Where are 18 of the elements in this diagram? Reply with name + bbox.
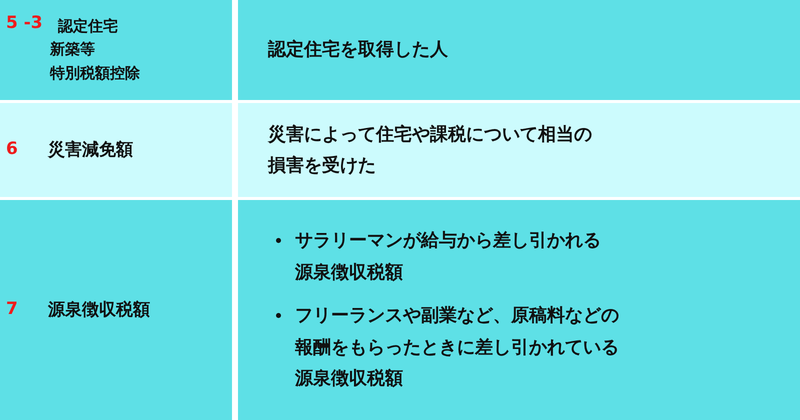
table-cell bbox=[0, 103, 232, 197]
table-cell bbox=[238, 200, 800, 420]
item-name: 認定住宅 bbox=[58, 16, 119, 38]
table-cell bbox=[0, 200, 232, 420]
item-name: 源泉徴収税額 bbox=[48, 298, 151, 322]
item-name: 新築等 bbox=[50, 39, 96, 60]
description-text: 認定住宅を取得した人 bbox=[268, 38, 449, 62]
description-text: フリーランスや副業など、原稿料などの報酬をもらったときに差し引かれている源泉徴収税額 bbox=[295, 304, 619, 392]
description-text: 災害によって住宅や課税について相当の損害を受けた bbox=[268, 122, 592, 178]
item-number: 7 bbox=[6, 299, 18, 319]
item-number: 6 bbox=[6, 139, 18, 159]
table-cell bbox=[238, 0, 800, 100]
item-name: 特別税額控除 bbox=[50, 62, 141, 84]
table-cell bbox=[0, 0, 232, 100]
description-text: サラリーマンが給与から差し引かれる源泉徴収税額 bbox=[295, 229, 601, 285]
item-name: 災害減免額 bbox=[48, 138, 134, 162]
table-cell bbox=[238, 103, 800, 197]
item-number: 5 -3 bbox=[6, 13, 43, 33]
